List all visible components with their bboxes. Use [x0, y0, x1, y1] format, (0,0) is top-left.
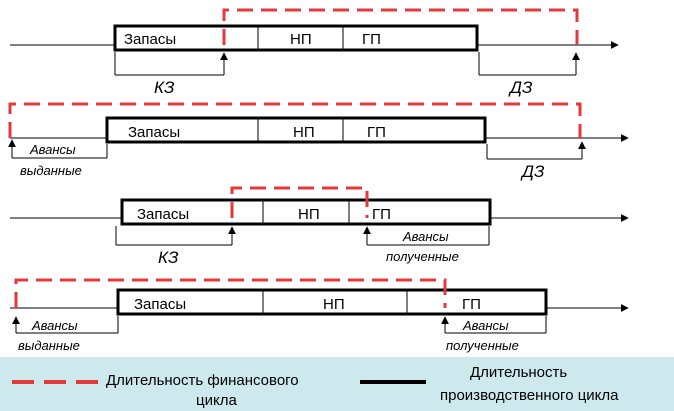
financial-cycle-line	[8, 102, 582, 138]
advances-received-label-line2: полученные	[386, 249, 459, 264]
stage-inventory: Запасы	[134, 296, 186, 313]
production-cycle-box	[105, 116, 487, 144]
advances-issued-label: Авансы	[31, 318, 78, 333]
stage-inventory: Запасы	[128, 124, 180, 141]
row-4: Запасы НП ГП Авансы выданные Авансы полу…	[10, 278, 629, 353]
advances-issued-label: Авансы	[29, 142, 76, 157]
accounts-payable-label: КЗ	[154, 78, 175, 97]
advances-issued-label-line2: выданные	[18, 338, 80, 353]
stage-inventory: Запасы	[137, 206, 189, 223]
row-1: Запасы НП ГП КЗ ДЗ	[10, 8, 619, 97]
row-3: Запасы НП ГП КЗ Авансы полученные	[10, 186, 629, 267]
stage-wip: НП	[293, 124, 315, 141]
stage-wip: НП	[323, 296, 345, 313]
legend-background	[0, 357, 674, 411]
advances-received-label: Авансы	[402, 229, 449, 244]
legend-production-label-line2: производственного цикла	[440, 387, 619, 404]
production-cycle-box	[116, 288, 548, 316]
production-cycle-box	[120, 198, 492, 226]
accounts-receivable-label: ДЗ	[520, 162, 545, 181]
stage-wip: НП	[290, 31, 312, 48]
legend-production-label: Длительность	[470, 364, 567, 381]
advances-issued-label-line2: выданные	[20, 163, 82, 178]
accounts-payable-label: КЗ	[158, 248, 179, 267]
financial-cycle-line	[14, 278, 447, 308]
advances-received-label: Авансы	[462, 318, 509, 333]
stage-inventory: Запасы	[124, 31, 176, 48]
accounts-receivable-label: ДЗ	[508, 78, 533, 97]
legend: Длительность финансового цикла Длительно…	[0, 357, 674, 411]
financial-cycle-line	[230, 186, 369, 218]
stage-wip: НП	[298, 206, 320, 223]
advances-received-label-line2: полученные	[446, 338, 519, 353]
legend-financial-label-line2: цикла	[196, 392, 237, 409]
stage-finished: ГП	[362, 31, 381, 48]
stage-finished: ГП	[462, 296, 481, 313]
production-cycle-box	[113, 24, 479, 52]
legend-financial-label: Длительность финансового	[106, 372, 299, 389]
stage-finished: ГП	[372, 206, 391, 223]
stage-finished: ГП	[367, 124, 386, 141]
row-2: Запасы НП ГП Авансы выданные ДЗ	[8, 102, 629, 181]
